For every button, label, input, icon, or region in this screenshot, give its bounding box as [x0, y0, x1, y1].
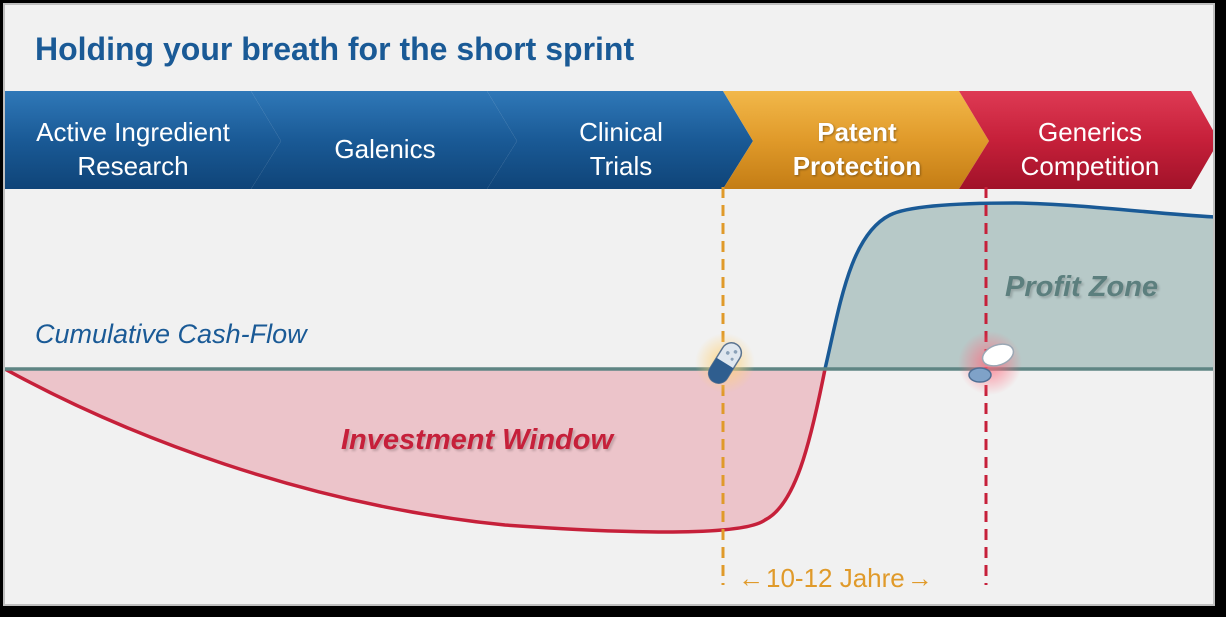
phase-label-galenics: Galenics: [334, 134, 436, 164]
tablets-icon: [958, 331, 1022, 395]
capsule-icon: [695, 333, 755, 393]
phase-arrow-generics-competition: [959, 91, 1213, 189]
phase-label-research: Active Ingredient Research: [36, 117, 230, 181]
page-title: Holding your breath for the short sprint: [35, 31, 635, 67]
profit-zone-label: Profit Zone: [1005, 271, 1159, 303]
phase-arrow-patent-protection: [723, 91, 989, 189]
profit-area: [825, 203, 1213, 369]
phase-label-generics-competition: Generics Competition: [1020, 117, 1160, 181]
phase-arrows: [5, 91, 1213, 189]
duration-label: 10-12 Jahre: [766, 563, 905, 593]
phase-arrow-research: [5, 91, 281, 189]
slide: Holding your breath for the short sprint: [3, 3, 1215, 606]
profit-curve: [823, 201, 1213, 370]
phase-label-clinical-trials: Clinical Trials: [579, 117, 663, 181]
investment-curve: [5, 367, 827, 534]
cash-flow-diagram: [5, 91, 1213, 585]
phase-arrow-clinical-trials: [487, 91, 753, 189]
investment-window-label: Investment Window: [341, 424, 614, 456]
phase-label-patent-protection: Patent Protection: [792, 117, 922, 181]
arrow-left-icon: ←: [738, 563, 764, 593]
arrow-right-icon: →: [906, 563, 933, 593]
investment-area: [5, 369, 825, 532]
cumulative-cash-flow-label: Cumulative Cash-Flow: [35, 319, 307, 349]
phase-arrow-galenics: [251, 91, 517, 189]
duration-indicator: ← 10-12 Jahre →: [738, 563, 933, 594]
